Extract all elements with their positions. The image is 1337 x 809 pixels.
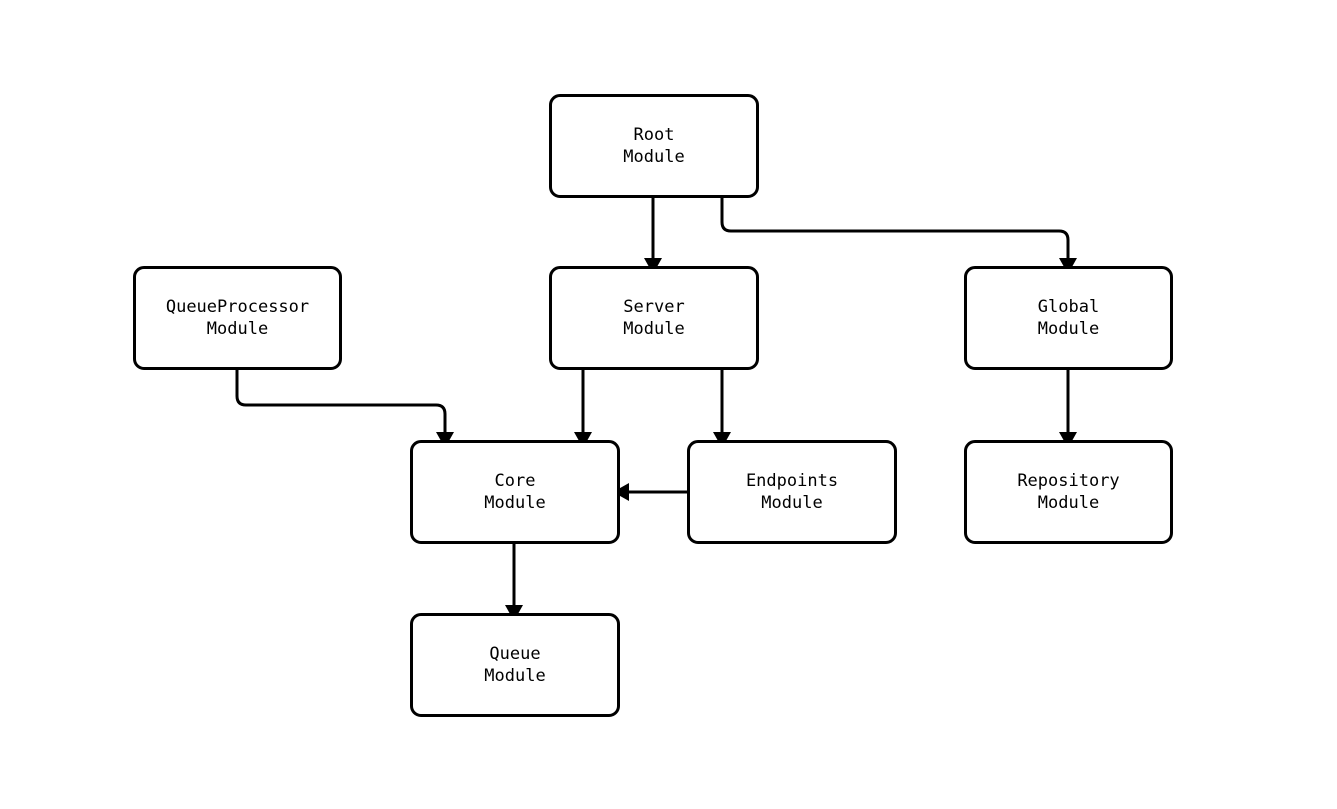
edge-root-global xyxy=(720,198,1077,274)
edge-core-queue xyxy=(505,544,523,621)
node-label-name: Endpoints xyxy=(745,471,839,491)
edge-server-endpoints xyxy=(713,370,731,448)
node-label-suffix: Module xyxy=(484,493,546,513)
node-label-name: Core xyxy=(494,471,536,491)
node-label-name: Server xyxy=(623,297,685,317)
node-label-suffix: Module xyxy=(623,147,685,167)
edge-endpoints-core xyxy=(613,483,687,501)
node-label-suffix: Module xyxy=(206,319,269,339)
edge-root-server xyxy=(644,198,662,274)
node-label-name: Repository xyxy=(1017,471,1120,491)
node-label-suffix: Module xyxy=(1037,493,1100,513)
node-label-name: Queue xyxy=(489,644,541,664)
node-label-name: Root xyxy=(633,125,675,145)
edge-server-core xyxy=(574,370,592,448)
node-label-suffix: Module xyxy=(761,493,823,513)
edge-global-repository xyxy=(1059,370,1077,448)
node-label-name: QueueProcessor xyxy=(165,297,310,317)
node-label-suffix: Module xyxy=(484,666,546,686)
edge-queueprocessor-core xyxy=(235,370,454,448)
node-label-name: Global xyxy=(1037,297,1100,317)
node-label-suffix: Module xyxy=(1037,319,1100,339)
node-label-suffix: Module xyxy=(623,319,685,339)
